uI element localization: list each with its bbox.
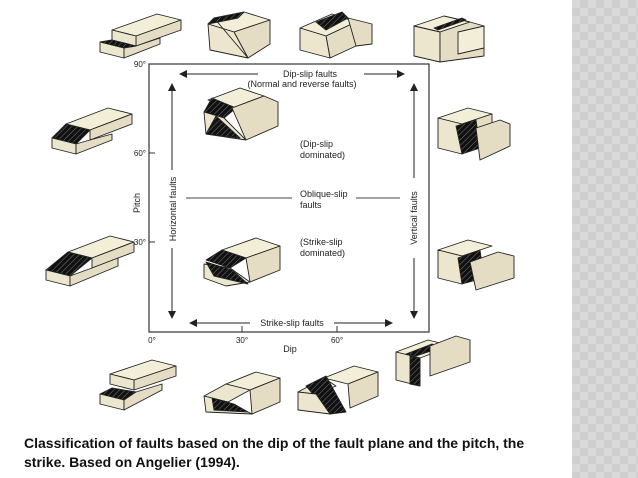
fault-block-horizontal-top — [99, 13, 182, 59]
fault-block-steep-normal-2 — [299, 11, 373, 59]
fault-block-right-30 — [437, 239, 515, 291]
top-arrow-label: Dip-slip faults — [283, 69, 338, 79]
diagram-frame — [148, 63, 430, 333]
fault-block-vertical-top — [413, 15, 485, 63]
bottom-arrow-label: Strike-slip faults — [260, 318, 324, 328]
caption: Classification of faults based on the di… — [24, 435, 525, 470]
fault-block-left-30 — [45, 235, 135, 287]
right-arrow-label: Vertical faults — [409, 191, 419, 245]
fault-block-strike-slip-dominated — [203, 237, 281, 287]
decorative-sidebar — [572, 0, 638, 478]
fault-block-right-60 — [437, 107, 511, 161]
fault-block-dip-slip-dominated — [203, 87, 279, 141]
fault-block-steep-normal-1 — [207, 11, 271, 59]
fault-block-bottom-60 — [297, 365, 379, 415]
fault-block-bottom-30 — [203, 371, 281, 415]
oblique-label-2: faults — [300, 200, 322, 210]
fault-block-vertical-bottom — [395, 335, 471, 387]
strike-slip-dominated-label-1: (Strike-slip — [300, 237, 343, 247]
left-arrow-label: Horizontal faults — [168, 176, 178, 241]
pitch-tick-0: 0° — [148, 336, 156, 345]
dip-tick-60: 60° — [331, 336, 343, 345]
pitch-axis-label: Pitch — [132, 193, 142, 213]
dip-slip-dominated-label-1: (Dip-slip — [300, 139, 333, 149]
fault-classification-diagram: Dip-slip faults (Normal and reverse faul… — [45, 11, 515, 415]
dip-axis-label: Dip — [283, 344, 297, 354]
pitch-tick-90: 90° — [134, 60, 146, 69]
dip-tick-30: 30° — [236, 336, 248, 345]
dip-slip-dominated-label-2: dominated) — [300, 150, 345, 160]
top-arrow-sublabel: (Normal and reverse faults) — [247, 79, 356, 89]
fault-block-left-60 — [51, 107, 133, 155]
strike-slip-dominated-label-2: dominated) — [300, 248, 345, 258]
fault-block-horizontal-bottom — [99, 359, 177, 411]
pitch-tick-30: 30° — [134, 238, 146, 247]
pitch-tick-60: 60° — [134, 149, 146, 158]
oblique-label-1: Oblique-slip — [300, 189, 348, 199]
